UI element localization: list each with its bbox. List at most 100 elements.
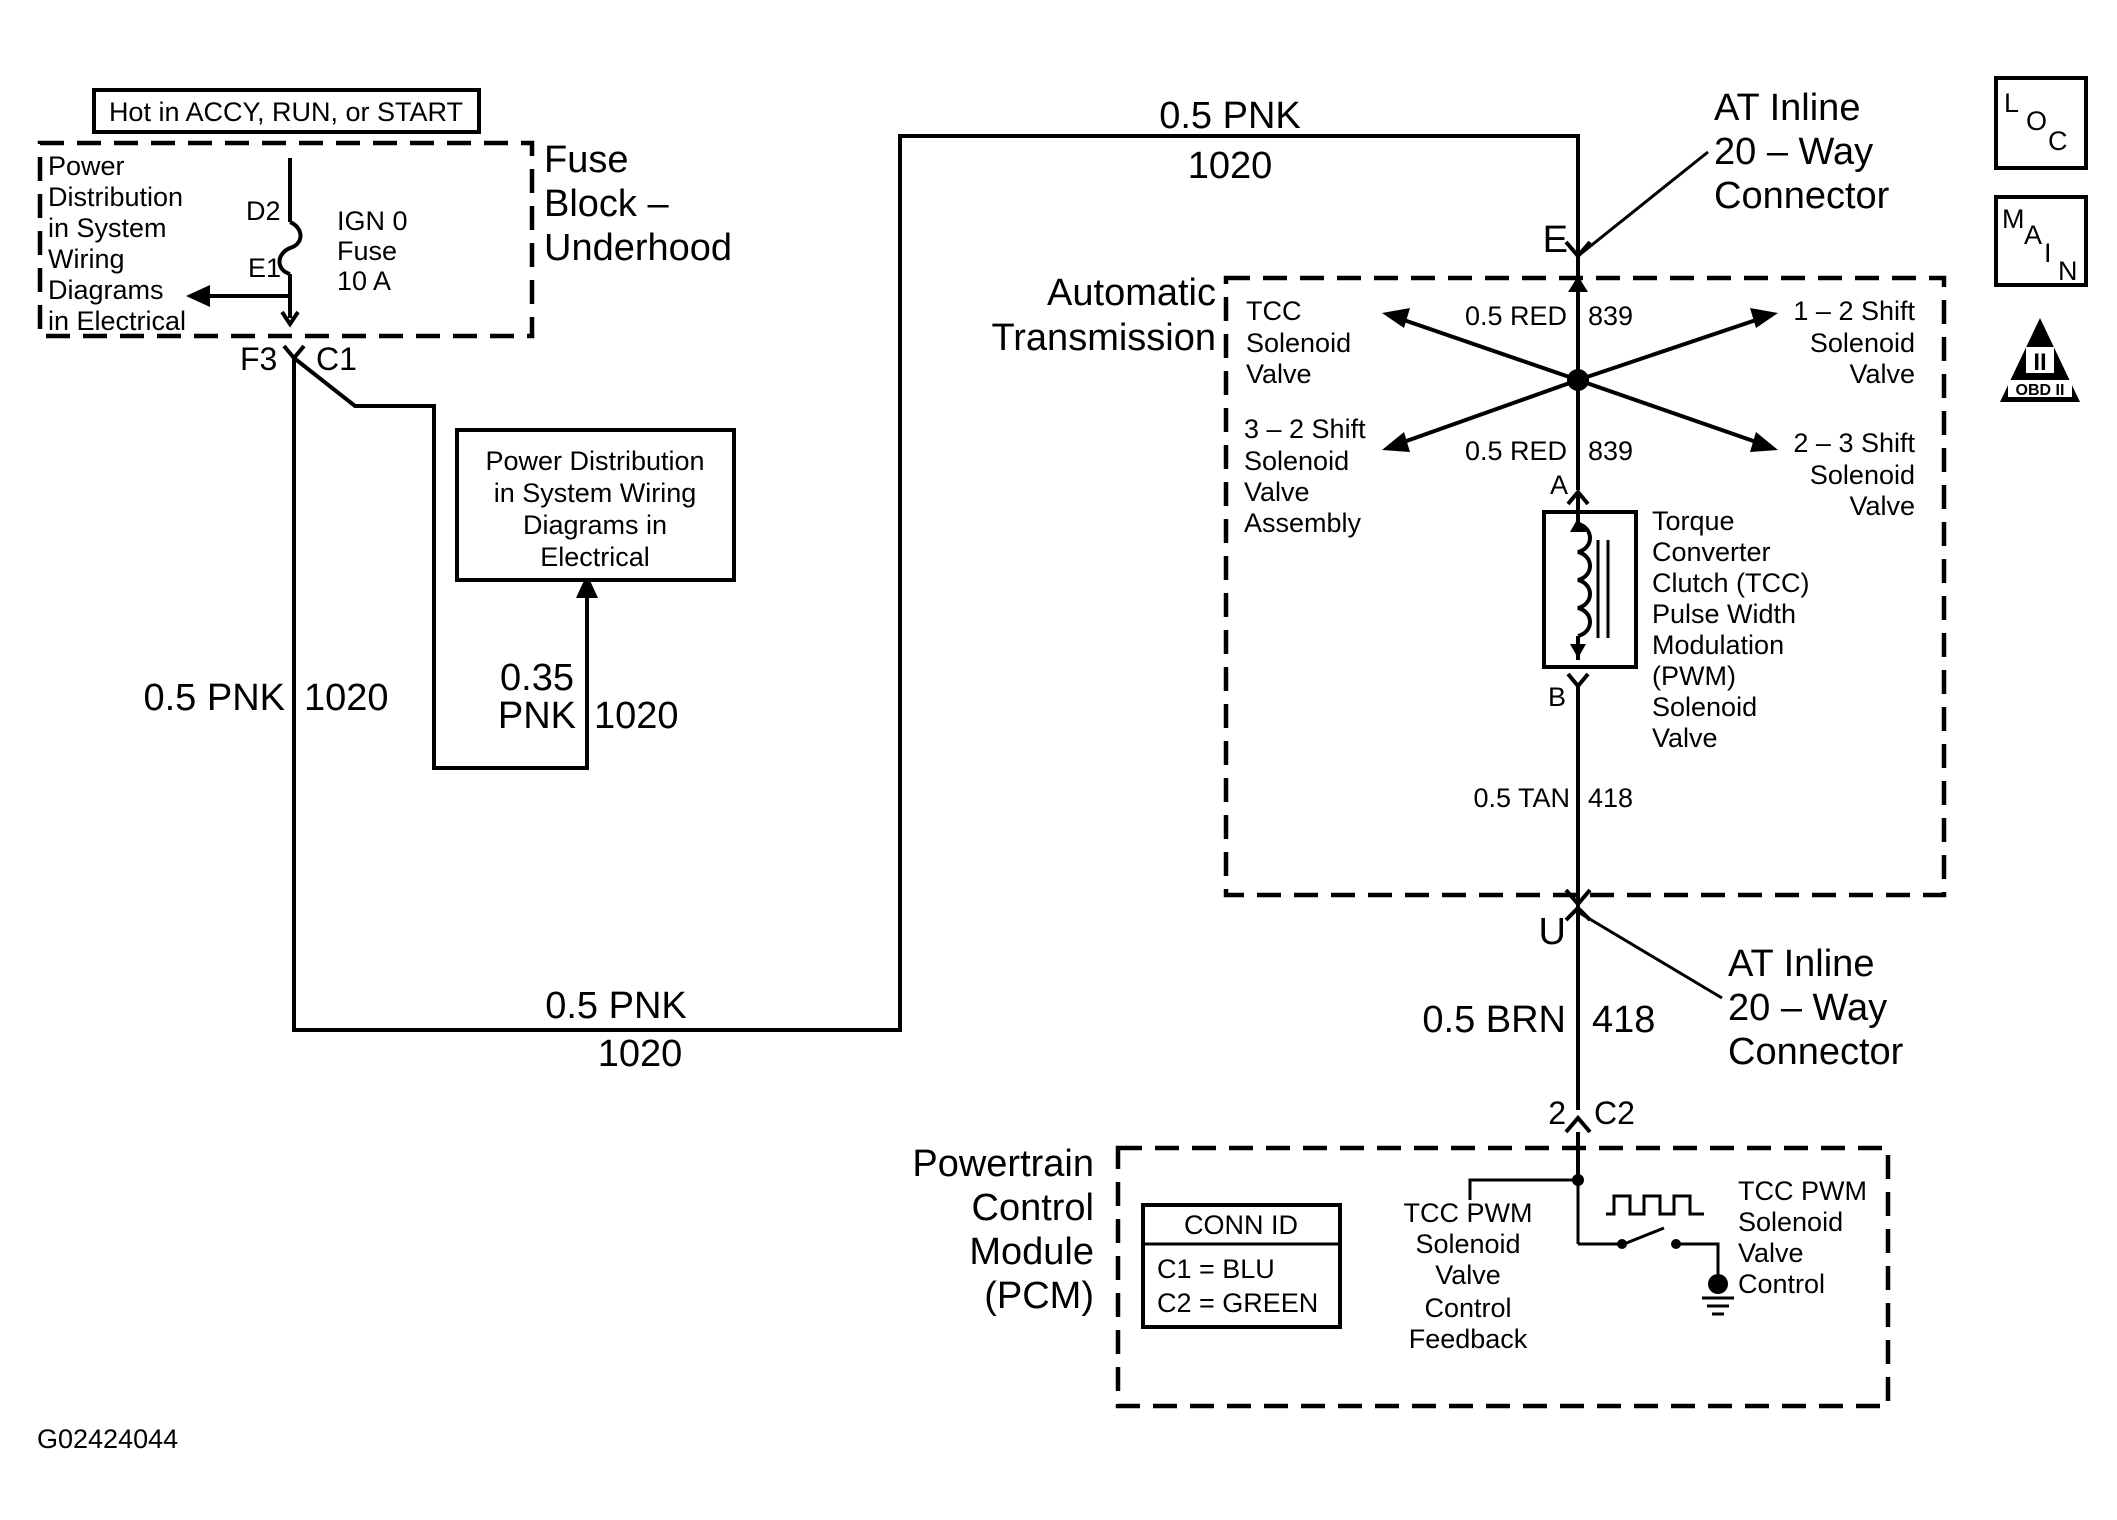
svg-text:Diagrams in: Diagrams in	[523, 510, 667, 540]
wire-tan-circuit: 418	[1588, 783, 1633, 813]
obd-ii-icon[interactable]: II OBD II	[2000, 318, 2080, 402]
fuse-name-line2: Fuse	[337, 236, 397, 266]
wire-left-circuit: 1020	[304, 677, 389, 719]
power-distribution-box	[455, 428, 736, 582]
solenoid-coil-icon	[1570, 492, 1610, 660]
conn-id-row-1: C1 = BLU	[1157, 1254, 1275, 1284]
svg-text:O: O	[2026, 106, 2047, 136]
hot-label-box	[92, 88, 481, 134]
fuse-pin-e1: E1	[248, 253, 281, 283]
figure-id: G02424044	[37, 1424, 178, 1454]
svg-text:Converter: Converter	[1652, 537, 1771, 567]
svg-text:N: N	[2058, 256, 2078, 286]
svg-text:20 – Way: 20 – Way	[1714, 131, 1873, 173]
svg-text:2 – 3 Shift: 2 – 3 Shift	[1793, 428, 1915, 458]
main-icon[interactable]: M A I N	[1994, 195, 2088, 287]
at-connector-bottom-pin: U	[1539, 911, 1566, 953]
svg-text:Power Distribution: Power Distribution	[485, 446, 704, 476]
svg-text:AT Inline: AT Inline	[1728, 943, 1874, 985]
svg-text:20 – Way: 20 – Way	[1728, 987, 1887, 1029]
svg-text:Solenoid: Solenoid	[1738, 1207, 1843, 1237]
svg-text:1 – 2 Shift: 1 – 2 Shift	[1793, 296, 1915, 326]
svg-text:TCC PWM: TCC PWM	[1404, 1198, 1533, 1228]
pnk-wire-splice	[292, 356, 589, 770]
connector-f3-label: F3	[240, 341, 277, 377]
svg-text:Control: Control	[972, 1187, 1095, 1229]
pin-b-label: B	[1548, 682, 1566, 712]
fuse-name-line1: IGN 0	[337, 206, 408, 236]
pcm-internal-circuit	[1468, 1132, 1734, 1316]
wire-brn-size: 0.5 BRN	[1422, 999, 1566, 1041]
wire-red-top-circuit: 839	[1588, 301, 1633, 331]
fuse-block-label: Fuse Block – Underhood	[544, 139, 732, 269]
svg-text:Modulation: Modulation	[1652, 630, 1784, 660]
svg-text:Valve: Valve	[1849, 359, 1915, 389]
svg-text:TCC: TCC	[1246, 296, 1302, 326]
svg-text:Valve: Valve	[1244, 477, 1310, 507]
svg-text:Power: Power	[48, 151, 125, 181]
wire-splice-size-1: 0.35	[500, 657, 574, 699]
wire-left-size: 0.5 PNK	[143, 677, 285, 719]
pnk-wire-main	[292, 134, 1580, 1032]
solenoid-arrows	[1382, 308, 1778, 452]
wire-splice-circuit: 1020	[594, 695, 679, 737]
svg-text:(PWM): (PWM)	[1652, 661, 1736, 691]
pcm-connector-conn: C2	[1594, 1095, 1635, 1131]
svg-text:Solenoid: Solenoid	[1810, 328, 1915, 358]
svg-text:Transmission: Transmission	[991, 317, 1216, 359]
fuse-block-outline	[37, 140, 535, 339]
solenoid-12-label: 1 – 2 Shift Solenoid Valve	[1793, 296, 1915, 389]
fuse-name-line3: 10 A	[337, 266, 391, 296]
svg-text:Solenoid: Solenoid	[1246, 328, 1351, 358]
pcm-outline	[1115, 1145, 1891, 1409]
switch-icon	[1623, 1226, 1665, 1246]
svg-text:A: A	[2024, 220, 2042, 250]
svg-text:3 – 2 Shift: 3 – 2 Shift	[1244, 414, 1366, 444]
conn-id-row-2: C2 = GREEN	[1157, 1288, 1318, 1318]
svg-text:Clutch (TCC): Clutch (TCC)	[1652, 568, 1810, 598]
pcm-connector-pin: 2	[1548, 1095, 1566, 1131]
svg-text:Solenoid: Solenoid	[1810, 460, 1915, 490]
svg-text:Control: Control	[1738, 1269, 1825, 1299]
arrow-23-icon	[1750, 432, 1778, 452]
pin-a-label: A	[1550, 470, 1568, 500]
svg-text:in System: in System	[48, 213, 167, 243]
hot-label: Hot in ACCY, RUN, or START	[109, 97, 463, 127]
fuse-bottom-terminal-icon	[280, 310, 300, 328]
svg-text:M: M	[2002, 204, 2025, 234]
wire-bottom-circuit: 1020	[598, 1033, 683, 1075]
fuse-symbol	[277, 158, 303, 328]
arrow-32-icon	[1382, 432, 1410, 452]
svg-text:Fuse: Fuse	[544, 139, 628, 181]
svg-text:Valve: Valve	[1738, 1238, 1804, 1268]
svg-text:Module: Module	[969, 1231, 1094, 1273]
conn-id-title: CONN ID	[1184, 1210, 1298, 1240]
auto-trans-label: Automatic Transmission	[991, 272, 1216, 359]
svg-text:Solenoid: Solenoid	[1244, 446, 1349, 476]
svg-text:in Electrical: in Electrical	[48, 306, 186, 336]
svg-text:(PCM): (PCM)	[984, 1275, 1094, 1317]
arrow-12-icon	[1750, 308, 1778, 328]
svg-text:Valve: Valve	[1652, 723, 1718, 753]
arrow-tcc-icon	[1382, 308, 1410, 328]
svg-text:Automatic: Automatic	[1047, 272, 1216, 314]
at-connector-bottom-leader	[1577, 910, 1723, 1000]
svg-text:AT Inline: AT Inline	[1714, 87, 1860, 129]
svg-text:Pulse Width: Pulse Width	[1652, 599, 1796, 629]
svg-text:in System Wiring: in System Wiring	[494, 478, 697, 508]
ground-node	[1708, 1274, 1728, 1294]
svg-text:Control: Control	[1424, 1293, 1511, 1323]
svg-text:Distribution: Distribution	[48, 182, 183, 212]
pcm-label: Powertrain Control Module (PCM)	[912, 1143, 1094, 1317]
svg-text:Connector: Connector	[1728, 1031, 1904, 1073]
pwm-square-wave-icon	[1606, 1194, 1704, 1216]
hot-label-group: Hot in ACCY, RUN, or START	[92, 88, 481, 134]
wire-top-size: 0.5 PNK	[1159, 95, 1301, 137]
wire-splice-size-2: PNK	[498, 695, 576, 737]
svg-text:TCC PWM: TCC PWM	[1738, 1176, 1867, 1206]
wire-red-bottom-size: 0.5 RED	[1465, 436, 1567, 466]
wire-bottom-size: 0.5 PNK	[545, 985, 687, 1027]
loc-icon[interactable]: L O C	[1994, 76, 2088, 170]
pcm-feedback-label: TCC PWM Solenoid Valve Control Feedback	[1404, 1198, 1533, 1354]
at-connector-bottom-label: AT Inline 20 – Way Connector	[1728, 943, 1904, 1073]
